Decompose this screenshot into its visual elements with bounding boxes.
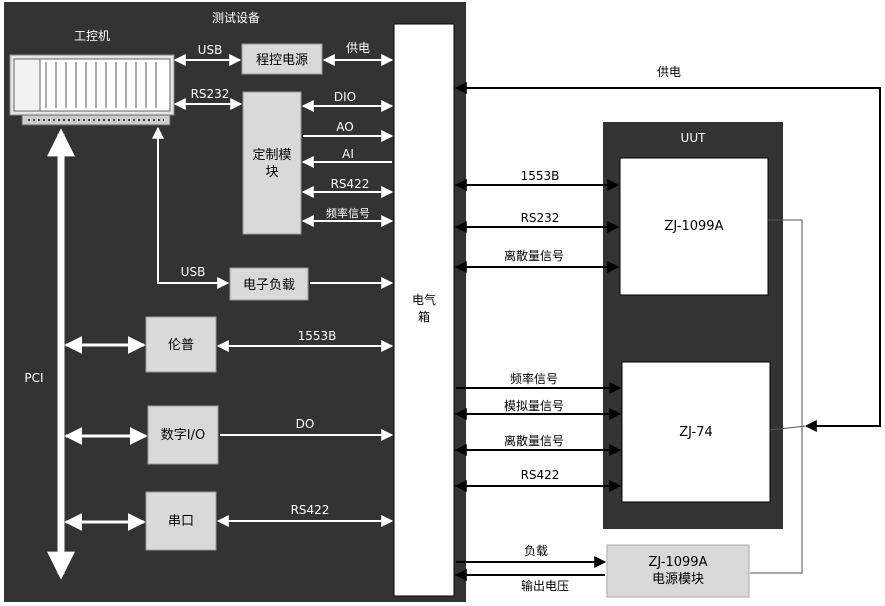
uut-title: UUT	[681, 131, 707, 145]
electrical-box-label-line2: 箱	[418, 309, 430, 324]
do-label: DO	[296, 417, 315, 431]
test-equipment-title: 测试设备	[212, 10, 260, 25]
ipc-label: 工控机	[74, 29, 110, 43]
rs232-uut-label: RS232	[521, 211, 560, 225]
rs422-custom-label: RS422	[331, 177, 370, 191]
discrete1-label: 离散量信号	[504, 248, 564, 263]
power-module-block	[606, 544, 750, 598]
power-module-label-line2: 电源模块	[652, 572, 704, 587]
programmable-power-label: 程控电源	[256, 53, 308, 68]
zj74-power-line	[769, 425, 807, 431]
custom-module-block	[242, 91, 302, 235]
zj-1099a-label: ZJ-1099A	[665, 219, 724, 234]
ao-label: AO	[336, 120, 353, 134]
serial-port-block	[145, 491, 217, 551]
rs422-uut-label: RS422	[521, 468, 560, 482]
electrical-box-label-line1: 电气	[412, 292, 436, 307]
custom-module-label-line2: 块	[265, 165, 278, 180]
load-label: 负载	[524, 544, 548, 558]
usb-load-arrow	[152, 126, 230, 289]
zj-74-label: ZJ-74	[679, 425, 713, 440]
discrete2-label: 离散量信号	[504, 433, 564, 448]
supply-loop-arrow	[454, 82, 881, 432]
industrial-pc-icon	[9, 54, 175, 126]
serial-port-label: 串口	[168, 514, 194, 529]
usb-power-label: USB	[198, 43, 223, 57]
programmable-power-block	[241, 43, 323, 75]
electronic-load-label: 电子负载	[243, 278, 295, 293]
power-to-box-label: 供电	[346, 41, 370, 55]
lunpu-label: 伦普	[168, 338, 194, 353]
rs232-custom-label: RS232	[191, 87, 230, 101]
digital-io-block	[147, 405, 219, 465]
zj1099a-power-line	[750, 219, 803, 574]
custom-module-label-line1: 定制模	[252, 148, 291, 163]
output-voltage-label: 输出电压	[521, 578, 569, 593]
analog-label: 模拟量信号	[504, 399, 564, 413]
serial-rs422-label: RS422	[291, 503, 330, 517]
digital-io-label: 数字I/O	[161, 428, 205, 443]
power-module-label-line1: ZJ-1099A	[649, 555, 708, 570]
pci-label: PCI	[24, 371, 43, 385]
dio-label: DIO	[334, 90, 356, 104]
b1553-label: 1553B	[521, 169, 560, 183]
lunpu-block	[145, 316, 217, 373]
supply-top-label: 供电	[657, 65, 681, 79]
freq-custom-label: 频率信号	[326, 206, 370, 220]
usb-load-label: USB	[181, 265, 206, 279]
ai-label: AI	[342, 147, 354, 161]
electronic-load-block	[229, 267, 309, 301]
lunpu-1553b-label: 1553B	[298, 329, 337, 343]
freq-uut-label: 频率信号	[510, 371, 558, 386]
electrical-box	[393, 23, 455, 597]
